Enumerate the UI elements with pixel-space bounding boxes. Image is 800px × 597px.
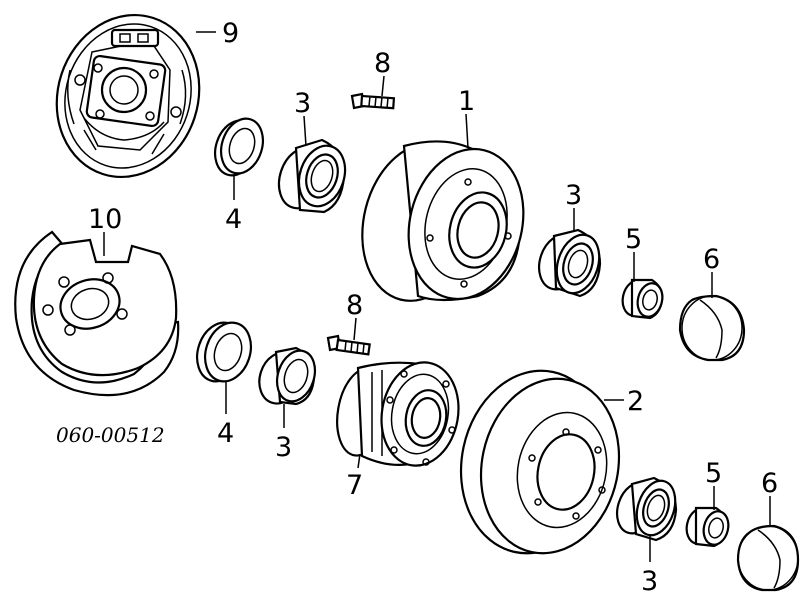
part-8-hub-bolt-upper: 8 <box>350 48 396 110</box>
part-label-9: 9 <box>222 18 239 49</box>
part-label-3-lower-left: 3 <box>275 432 292 463</box>
part-label-3-upper-left: 3 <box>294 88 311 119</box>
part-label-10: 10 <box>88 204 122 235</box>
part-10-dust-shield: 10 <box>14 204 180 397</box>
part-label-3-upper-right: 3 <box>565 180 582 211</box>
part-label-6-lower: 6 <box>761 468 778 499</box>
part-4-oil-seal-lower: 4 <box>196 321 252 449</box>
part-label-2: 2 <box>627 386 644 417</box>
part-label-4-lower: 4 <box>217 418 234 449</box>
part-label-8-lower: 8 <box>346 290 363 321</box>
part-label-7: 7 <box>346 470 363 501</box>
part-label-1: 1 <box>458 86 475 117</box>
part-2-brake-disc: 2 <box>459 369 644 555</box>
part-3-bearing-lower-left: 3 <box>258 346 317 463</box>
part-3-bearing-lower-right: 3 <box>615 476 678 597</box>
part-1-brake-drum: 1 <box>361 86 525 302</box>
part-7-axle-hub: 7 <box>336 361 460 501</box>
part-9-brake-backing-plate: 9 <box>55 13 239 179</box>
diagram-code: 060-00512 <box>56 423 165 447</box>
part-3-bearing-upper-right: 3 <box>538 180 602 298</box>
part-label-5-upper: 5 <box>625 224 642 255</box>
part-label-4-upper: 4 <box>225 204 242 235</box>
part-5-nut-upper: 5 <box>621 224 664 320</box>
part-8-hub-bolt-lower: 8 <box>326 290 371 356</box>
part-label-3-lower-right: 3 <box>641 566 658 592</box>
part-4-oil-seal-upper: 4 <box>214 117 264 235</box>
part-label-6-upper: 6 <box>703 244 720 275</box>
part-5-nut-lower: 5 <box>685 458 730 548</box>
part-6-grease-cap-upper: 6 <box>678 244 746 362</box>
part-label-8-upper: 8 <box>374 48 391 79</box>
part-3-bearing-upper-left: 3 <box>277 88 347 214</box>
part-6-grease-cap-lower: 6 <box>736 468 800 592</box>
part-label-5-lower: 5 <box>705 458 722 489</box>
